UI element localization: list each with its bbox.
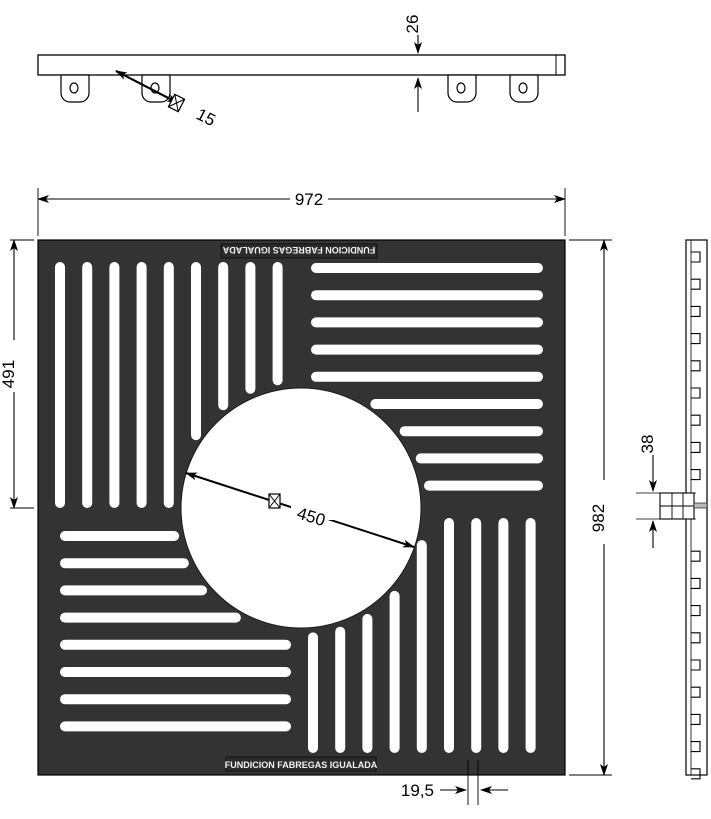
dim-ribwidth-label: 19,5 (401, 781, 434, 800)
grate-slot (60, 612, 241, 623)
grate-slot (335, 626, 346, 753)
grate-slot (311, 290, 543, 301)
grate-slot (423, 480, 543, 491)
section-rib-group (691, 251, 701, 780)
grate-slot (60, 694, 291, 705)
section-rib (691, 686, 701, 698)
grate-outline (37, 239, 566, 776)
slot-group-upper-right (311, 263, 543, 491)
section-rib (691, 741, 701, 753)
slot-group-upper-left (55, 262, 283, 508)
grate-slot (163, 262, 174, 508)
grate-slot (60, 721, 291, 732)
grate-slot (311, 371, 543, 382)
dimension-height-982: 982 (569, 239, 612, 776)
grate-slot (389, 590, 400, 753)
grate-slot (399, 426, 543, 437)
grate-slot (60, 667, 291, 677)
dimension-circle-450: 450 (185, 472, 415, 548)
dimension-ribdepth-38: 38 (636, 435, 696, 548)
grate-slot (245, 262, 256, 394)
grate-slot (136, 262, 147, 508)
dimension-width-972: 972 (37, 188, 566, 236)
grate-slot (471, 518, 482, 753)
grate-slot (498, 518, 509, 753)
grate-slot (82, 262, 93, 508)
cast-label-top-text: FUNDICION FABREGAS IGUALADA (222, 245, 375, 255)
grate-slot (218, 262, 229, 411)
grate-slot (272, 262, 283, 386)
dimension-halfheight-491: 491 (0, 239, 34, 509)
lug-hole-icon (456, 82, 466, 94)
cast-label-bottom-text: FUNDICION FABREGAS IGUALADA (225, 760, 378, 770)
dim-ribdepth-label: 38 (638, 435, 657, 454)
cast-label-top: FUNDICION FABREGAS IGUALADA (220, 243, 378, 259)
section-rib (691, 441, 701, 453)
grate-slot (308, 632, 318, 753)
plan-view: FUNDICION FABREGAS IGUALADA FUNDICION FA… (0, 188, 612, 805)
lug-hole-icon (69, 82, 79, 94)
grate-slot (525, 518, 536, 753)
elevation-plate (37, 54, 566, 76)
dim-height-label: 982 (589, 504, 608, 532)
grate-slot (60, 585, 208, 596)
dim-halfheight-label: 491 (0, 360, 18, 388)
slot-group-lower-right (308, 518, 536, 753)
grate-slot (311, 344, 543, 355)
grate-slot (60, 639, 291, 650)
grate-slot (370, 399, 543, 409)
grate-slot (60, 531, 180, 541)
dim-width-label: 972 (295, 190, 323, 209)
section-rib (691, 360, 701, 372)
section-rib (691, 768, 701, 780)
grate-slot (109, 262, 120, 508)
section-rib (691, 305, 701, 317)
section-rib (691, 605, 701, 617)
cast-label-bottom: FUNDICION FABREGAS IGUALADA (225, 756, 378, 772)
lug-hole-icon (518, 82, 528, 94)
section-rib (691, 550, 701, 562)
grate-slot (191, 262, 201, 441)
center-circle-opening (180, 387, 422, 629)
slot-group-lower-left (60, 531, 291, 732)
diameter-symbol-icon (167, 93, 186, 113)
section-rib (691, 251, 701, 263)
grate-slot (311, 317, 543, 328)
dim-thickness-label: 26 (403, 15, 422, 34)
section-rib (691, 333, 701, 345)
diameter-symbol-icon (268, 493, 281, 509)
grate-slot (416, 540, 427, 753)
section-rib (691, 577, 701, 589)
section-rib (691, 659, 701, 671)
section-rib (691, 414, 701, 426)
grate-slot (415, 453, 543, 464)
section-rib (691, 387, 701, 399)
grate-slot (362, 613, 373, 753)
section-rib (691, 713, 701, 725)
elevation-view: 26 15 (37, 15, 566, 131)
section-view: 38 (636, 239, 708, 780)
section-rib (691, 632, 701, 644)
grate-slot (311, 263, 543, 273)
section-center-block (659, 492, 708, 520)
grate-slot (55, 262, 65, 508)
grate-slot (60, 558, 189, 569)
dimension-ribwidth-195: 19,5 (401, 760, 508, 805)
dim-hole-label: 15 (193, 105, 218, 131)
section-rib (691, 469, 701, 481)
grate-slot (444, 518, 454, 753)
section-rib (691, 278, 701, 290)
dimension-thickness-26: 26 (403, 15, 422, 112)
